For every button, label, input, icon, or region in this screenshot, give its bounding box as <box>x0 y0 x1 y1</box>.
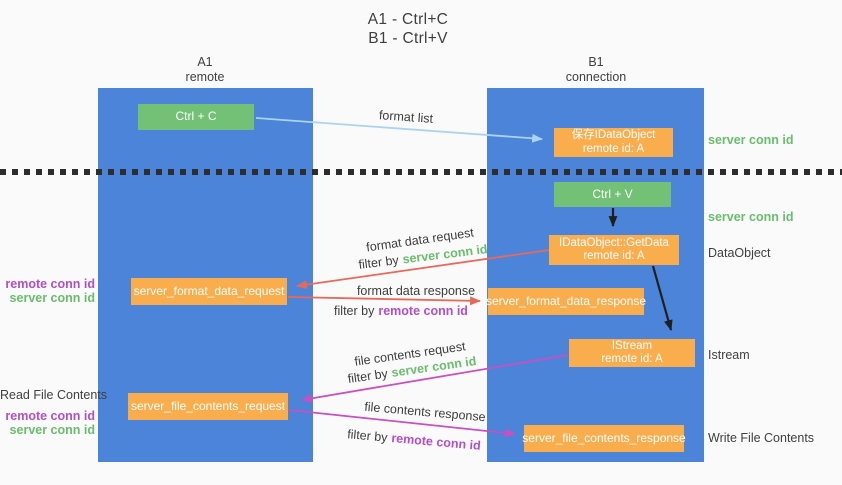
istream-line1: IStream <box>611 339 653 352</box>
right-column-name: B1 <box>588 55 604 69</box>
read-file-contents-label: Read File Contents <box>0 388 108 402</box>
ctrl-c-label: Ctrl + C <box>175 109 217 124</box>
getdata-line1: IDataObject::GetData <box>559 236 669 249</box>
left-remote-conn-id-label-1: remote conn id <box>5 277 95 291</box>
right-server-conn-id-label-2: server conn id <box>708 210 794 224</box>
dotted-separator-line <box>0 169 842 175</box>
server-file-contents-request-box: server_file_contents_request <box>128 393 288 420</box>
left-column-role: remote <box>185 70 225 84</box>
filter-by-text: filter by <box>346 427 389 445</box>
diagram-title: A1 - Ctrl+C B1 - Ctrl+V <box>308 10 508 48</box>
save-idataobject-line2: remote id: A <box>582 142 645 155</box>
title-line-2: B1 - Ctrl+V <box>368 30 448 47</box>
right-column-role: connection <box>565 70 627 84</box>
ctrl-c-box: Ctrl + C <box>138 104 254 130</box>
server-format-data-request-box: server_format_data_request <box>131 278 287 305</box>
left-remote-conn-id-label-2: remote conn id <box>5 409 95 423</box>
remote-conn-id-text: remote conn id <box>378 304 468 318</box>
save-idataobject-line1: 保存IDataObject <box>571 129 656 141</box>
format-list-label: format list <box>378 108 434 126</box>
right-column-header: B1 connection <box>541 55 651 85</box>
idataobject-getdata-box: IDataObject::GetData remote id: A <box>549 235 679 265</box>
dataobject-label: DataObject <box>708 246 771 260</box>
istream-side-label: Istream <box>708 348 750 362</box>
left-column-name: A1 <box>197 55 213 69</box>
server-file-contents-response-box: server_file_contents_response <box>522 425 686 452</box>
server-file-contents-response-label: server_file_contents_response <box>522 430 686 445</box>
right-server-conn-id-label-1: server conn id <box>708 133 794 147</box>
istream-box: IStream remote id: A <box>569 339 695 367</box>
filter-by-text: filter by <box>357 253 400 272</box>
ctrl-v-box: Ctrl + V <box>554 182 671 207</box>
save-idataobject-box: 保存IDataObject remote id: A <box>554 128 673 157</box>
left-server-conn-id-label-1: server conn id <box>9 291 95 305</box>
ctrl-v-label: Ctrl + V <box>592 186 633 201</box>
server-format-data-response-label: server_format_data_response <box>485 293 647 308</box>
write-file-contents-label: Write File Contents <box>708 431 815 445</box>
format-data-response-label: format data response <box>356 284 476 298</box>
server-file-contents-request-label: server_file_contents_request <box>130 398 286 413</box>
istream-line2: remote id: A <box>601 353 663 365</box>
getdata-line2: remote id: A <box>583 250 645 262</box>
file-contents-response-label: file contents response <box>363 399 487 425</box>
server-format-data-request-label: server_format_data_request <box>133 283 285 298</box>
title-line-1: A1 - Ctrl+C <box>367 11 449 28</box>
remote-conn-id-text: remote conn id <box>390 431 482 453</box>
left-column-header: A1 remote <box>150 55 260 85</box>
filter-by-text: filter by <box>346 366 389 386</box>
server-format-data-response-box: server_format_data_response <box>485 288 647 315</box>
filter-by-text: filter by <box>334 304 375 318</box>
left-server-conn-id-label-2: server conn id <box>9 423 95 437</box>
